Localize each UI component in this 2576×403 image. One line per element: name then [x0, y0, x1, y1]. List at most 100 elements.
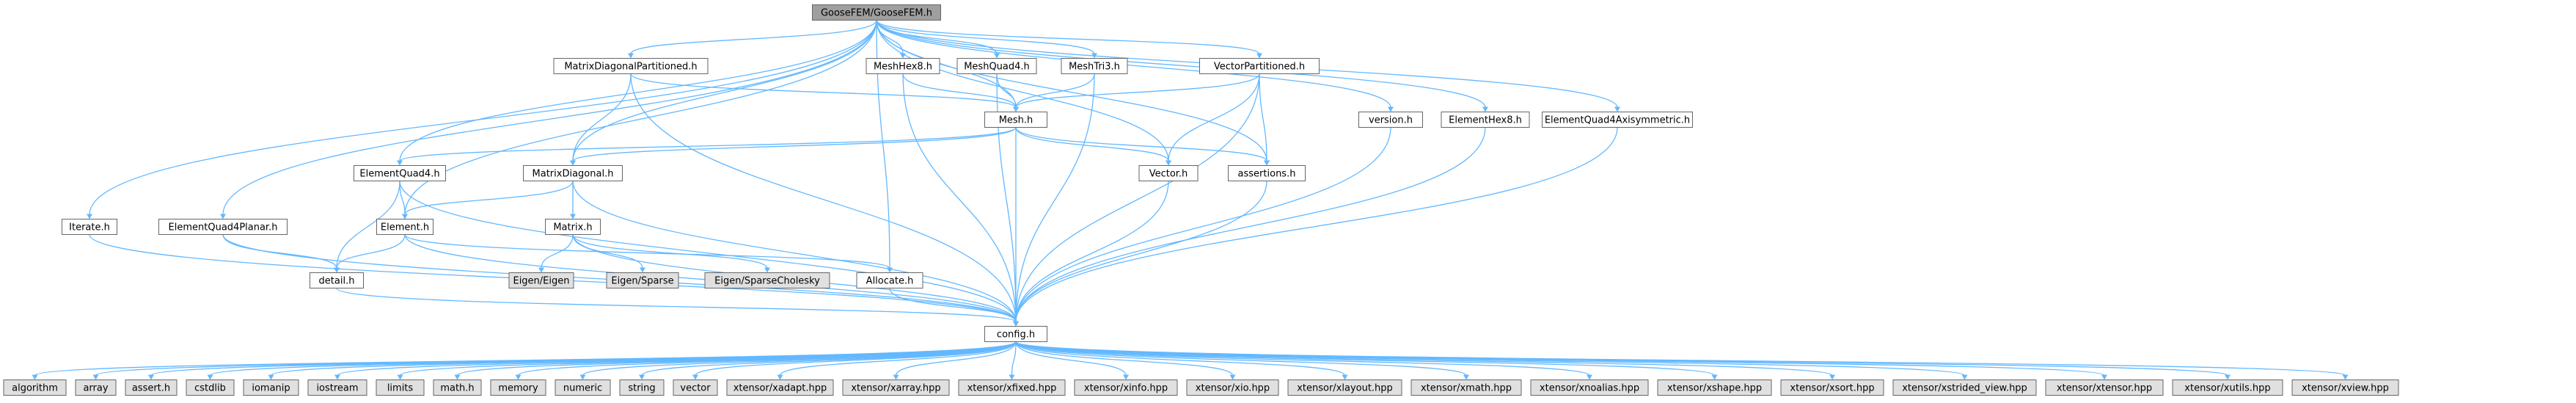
edge-vp-to-assertions	[1259, 73, 1267, 161]
node-config-box	[984, 326, 1047, 342]
node-string-label: string	[628, 383, 655, 394]
edge-config-to-xarray	[895, 341, 1017, 376]
edge-allocate-to-config	[889, 288, 1017, 322]
edge-vp-to-mesh	[1015, 73, 1260, 108]
node-xshape-box	[1657, 380, 1772, 396]
edge-config-to-xlayout	[1015, 341, 1346, 377]
node-meshtri3-label: MeshTri3.h	[1069, 62, 1120, 73]
edge-matdiag-to-config	[572, 181, 1017, 322]
node-vp-box	[1199, 58, 1320, 74]
node-matrix[interactable]: Matrix.h	[545, 219, 601, 235]
node-assertions[interactable]: assertions.h	[1228, 165, 1306, 181]
edge-root-to-assertions	[876, 20, 1267, 161]
edge-config-to-xadapt	[779, 341, 1017, 376]
node-math-box	[433, 380, 482, 396]
arrowhead-root-to-iterate	[87, 214, 92, 219]
node-limits-label: limits	[387, 383, 414, 394]
node-version[interactable]: version.h	[1358, 112, 1423, 128]
edge-element-to-allocate	[404, 233, 890, 269]
node-config[interactable]: config.h	[984, 326, 1047, 342]
node-numeric-label: numeric	[563, 383, 602, 394]
node-iostream: iostream	[307, 380, 367, 396]
node-allocate[interactable]: Allocate.h	[856, 272, 923, 288]
edge-config-to-xtensor	[1015, 341, 2105, 377]
edge-config-to-memory	[517, 341, 1017, 377]
arrowhead-config-to-xstrided	[1961, 374, 1968, 380]
node-xlayout-label: xtensor/xlayout.hpp	[1297, 383, 1393, 394]
node-array-box	[75, 380, 117, 396]
node-xshape: xtensor/xshape.hpp	[1657, 380, 1772, 396]
node-root-box	[812, 4, 941, 21]
edge-config-to-xnoalias	[1015, 341, 1590, 377]
node-xtensor: xtensor/xtensor.hpp	[2045, 380, 2164, 396]
edge-config-to-xstrided	[1015, 341, 1966, 377]
node-config-label: config.h	[997, 330, 1035, 341]
edge-mdp-to-mesh	[630, 73, 1017, 109]
node-meshtri3-box	[1061, 58, 1128, 74]
node-eigchol: Eigen/SparseCholesky	[704, 272, 830, 288]
node-elq4planar[interactable]: ElementQuad4Planar.h	[158, 219, 288, 235]
node-xlayout: xtensor/xlayout.hpp	[1287, 380, 1402, 396]
arrowhead-config-to-array	[92, 374, 99, 380]
node-elhex8[interactable]: ElementHex8.h	[1441, 112, 1530, 128]
node-matdiag[interactable]: MatrixDiagonal.h	[523, 165, 623, 181]
edge-root-to-meshtri3	[876, 20, 1095, 54]
edge-config-to-xmath	[1015, 341, 1467, 377]
node-xtensor-box	[2045, 380, 2164, 396]
node-allocate-box	[856, 272, 923, 288]
arrowhead-config-to-xio	[1229, 374, 1236, 380]
node-xmath: xtensor/xmath.hpp	[1410, 380, 1522, 396]
arrowhead-config-to-xutils	[2225, 374, 2231, 380]
edge-root-to-mdp	[630, 20, 877, 54]
edge-root-to-iterate	[89, 20, 877, 215]
node-xio-label: xtensor/xio.hpp	[1196, 383, 1270, 394]
node-xtensor-label: xtensor/xtensor.hpp	[2057, 383, 2152, 394]
node-cstdlib-box	[186, 380, 235, 396]
node-vector[interactable]: Vector.h	[1138, 165, 1199, 181]
node-xinfo: xtensor/xinfo.hpp	[1074, 380, 1178, 396]
arrowhead-root-to-mdp	[628, 53, 634, 59]
node-limits-box	[376, 380, 425, 396]
node-root[interactable]: GooseFEM/GooseFEM.h	[812, 4, 941, 21]
edge-meshtri3-to-config	[1015, 73, 1095, 322]
node-element[interactable]: Element.h	[376, 219, 433, 235]
arrowhead-element-to-allocate	[887, 267, 893, 273]
edge-elq4axi-to-config	[1015, 127, 1618, 322]
arrowhead-config-to-xview	[2342, 374, 2349, 380]
node-meshquad4-box	[956, 58, 1037, 74]
node-meshquad4[interactable]: MeshQuad4.h	[956, 58, 1037, 74]
dependency-nodes: GooseFEM/GooseFEM.hMatrixDiagonalPartiti…	[3, 4, 2399, 396]
node-mdp[interactable]: MatrixDiagonalPartitioned.h	[553, 58, 709, 74]
node-detail[interactable]: detail.h	[310, 272, 364, 288]
edge-root-to-elhex8	[876, 20, 1486, 108]
node-iostream-label: iostream	[316, 383, 358, 394]
node-element-label: Element.h	[381, 222, 429, 233]
node-xio-box	[1186, 380, 1279, 396]
node-mesh-box	[984, 112, 1047, 128]
node-xarray-box	[842, 380, 950, 396]
node-meshhex8[interactable]: MeshHex8.h	[866, 58, 940, 74]
node-xview-label: xtensor/xview.hpp	[2302, 383, 2389, 394]
node-xlayout-box	[1287, 380, 1402, 396]
node-elq4axi[interactable]: ElementQuad4Axisymmetric.h	[1542, 112, 1693, 128]
node-elquad4-label: ElementQuad4.h	[359, 169, 439, 180]
node-eigsparse-label: Eigen/Sparse	[611, 276, 673, 287]
node-iterate[interactable]: Iterate.h	[62, 219, 117, 235]
node-math-label: math.h	[440, 383, 474, 394]
node-xadapt: xtensor/xadapt.hpp	[726, 380, 834, 396]
node-vp[interactable]: VectorPartitioned.h	[1199, 58, 1320, 74]
node-xshape-label: xtensor/xshape.hpp	[1667, 383, 1762, 394]
node-elquad4[interactable]: ElementQuad4.h	[354, 165, 446, 181]
node-assertions-box	[1228, 165, 1306, 181]
node-mdp-box	[553, 58, 709, 74]
edge-root-to-elquad4	[399, 20, 877, 161]
arrowhead-root-to-version	[1388, 106, 1394, 112]
arrowhead-matrix-to-eigen	[538, 267, 544, 273]
node-meshtri3[interactable]: MeshTri3.h	[1061, 58, 1128, 74]
node-mesh[interactable]: Mesh.h	[984, 112, 1047, 128]
node-eigen: Eigen/Eigen	[508, 272, 574, 288]
node-xadapt-label: xtensor/xadapt.hpp	[733, 383, 827, 394]
node-numeric-box	[555, 380, 611, 396]
node-xfixed-box	[958, 380, 1066, 396]
node-vector-label: Vector.h	[1149, 169, 1188, 180]
